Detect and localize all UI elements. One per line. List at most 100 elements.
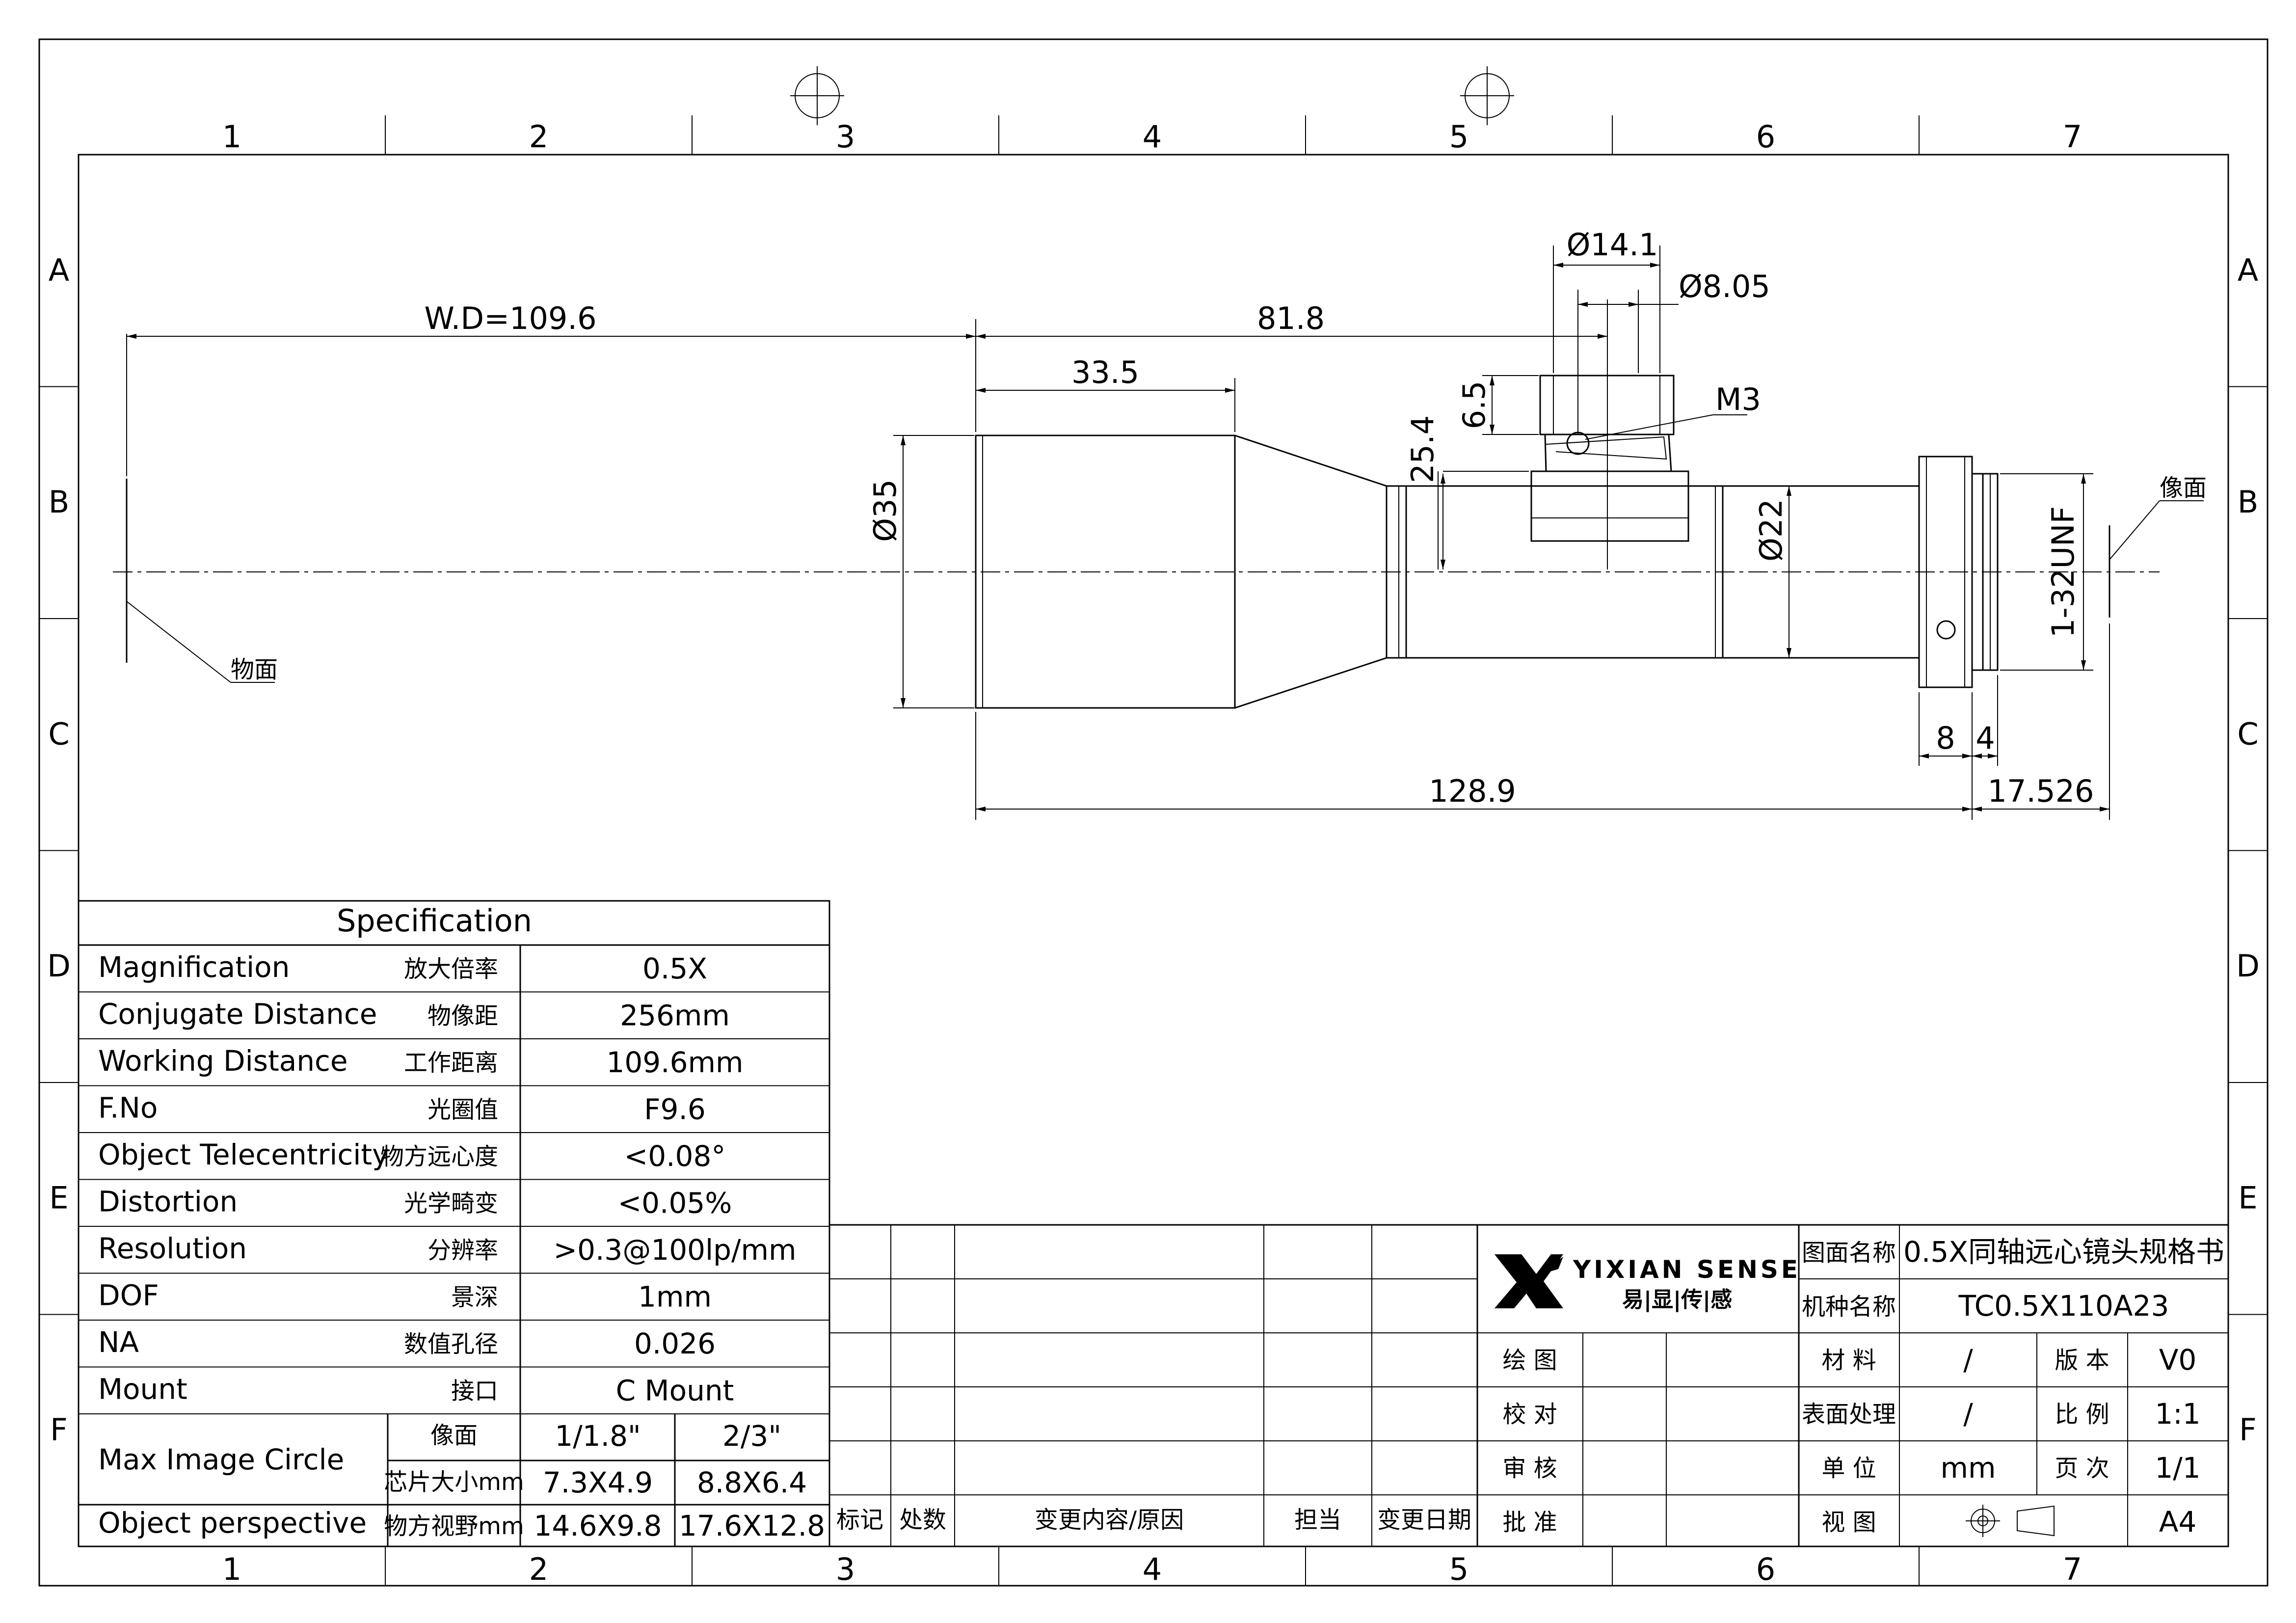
brand-name: YIXIAN SENSE <box>1573 1255 1801 1284</box>
zone-row-left-A: A <box>49 252 69 288</box>
spec-row-name: Distortion <box>98 1185 238 1218</box>
spec-row-name: Magnification <box>98 950 290 984</box>
dia-22: Ø22 <box>1753 499 1789 562</box>
rev-header-mark: 标记 <box>836 1506 883 1534</box>
spec-row-name: F.No <box>98 1091 158 1125</box>
spec-row-name: Resolution <box>98 1232 247 1265</box>
chip-value-b: 8.8X6.4 <box>697 1466 807 1499</box>
max-image-circle-label: Max Image Circle <box>98 1443 344 1476</box>
review-label: 审 核 <box>1502 1455 1557 1482</box>
spec-row-name-zh: 接口 <box>451 1378 498 1405</box>
spec-row-name-zh: 分辨率 <box>427 1237 498 1264</box>
surface-value: / <box>1963 1397 1973 1431</box>
wd-dimension: W.D=109.6 <box>424 300 596 336</box>
zone-row-right-E: E <box>2238 1180 2257 1216</box>
chip-size-cell: 芯片大小mm <box>384 1468 524 1496</box>
spec-row-name: Mount <box>98 1373 187 1406</box>
scale-value: 1:1 <box>2155 1397 2200 1431</box>
length-33-5: 33.5 <box>1071 354 1139 390</box>
zone-row-right-F: F <box>2239 1412 2257 1448</box>
zone-col-bottom-6: 6 <box>1756 1551 1775 1587</box>
brand-logo <box>1495 1254 1563 1308</box>
zone-row-right-D: D <box>2236 948 2260 984</box>
spec-row-name-zh: 物像距 <box>427 1002 498 1030</box>
spec-row: Resolution 分辨率 >0.3@100lp/mm <box>98 1232 797 1267</box>
thread-m3: M3 <box>1715 381 1761 417</box>
spec-row-name-zh: 放大倍率 <box>404 955 498 983</box>
surface-label: 表面处理 <box>1802 1401 1896 1428</box>
spec-row-value: >0.3@100lp/mm <box>553 1233 796 1267</box>
version-label: 版 本 <box>2055 1347 2109 1374</box>
spec-row: F.No 光圈值 F9.6 <box>98 1091 706 1126</box>
zone-row-right-B: B <box>2238 484 2259 520</box>
rev-header-count: 处数 <box>899 1506 946 1534</box>
zone-row-left-B: B <box>49 484 70 520</box>
front-barrel <box>975 434 1236 709</box>
page-value: 1/1 <box>2155 1451 2200 1485</box>
registration-mark-right <box>1460 66 1514 125</box>
length-128-9: 128.9 <box>1429 773 1516 809</box>
zone-col-top-5: 5 <box>1449 119 1468 155</box>
drawing-name: 0.5X同轴远心镜头规格书 <box>1903 1235 2224 1269</box>
spec-row-name-zh: 光学畸变 <box>404 1190 498 1217</box>
coaxial-port-base <box>1530 470 1689 542</box>
zone-row-right-A: A <box>2238 252 2258 288</box>
fov-value-a: 14.6X9.8 <box>534 1509 662 1542</box>
registration-mark-left <box>790 66 844 125</box>
dia-8-05: Ø8.05 <box>1679 269 1770 304</box>
length-17-526: 17.526 <box>1988 773 2094 809</box>
spec-row-name: Working Distance <box>98 1044 348 1078</box>
spec-row-name-zh: 光圈值 <box>427 1096 498 1124</box>
brand-name-zh: 易|显|传|感 <box>1622 1287 1732 1312</box>
zone-col-bottom-2: 2 <box>529 1551 548 1587</box>
zone-ticks <box>39 115 2268 1586</box>
material-label: 材 料 <box>1821 1347 1876 1374</box>
zone-row-left-C: C <box>48 716 69 752</box>
dia-14-1: Ø14.1 <box>1567 227 1658 263</box>
image-plane-label: 像面 <box>2160 474 2207 502</box>
spec-row-value: 109.6mm <box>606 1046 743 1079</box>
paper-size: A4 <box>2159 1505 2197 1539</box>
thread-1-32unf: 1-32UNF <box>2045 506 2081 638</box>
m3-screw <box>1566 432 1590 455</box>
spec-row-name: NA <box>98 1325 139 1359</box>
dia-35: Ø35 <box>867 479 903 542</box>
spec-row: Mount 接口 C Mount <box>98 1373 734 1407</box>
lens-drawing: 物面 像面 <box>113 375 2207 709</box>
spec-row-name: Conjugate Distance <box>98 998 377 1031</box>
spec-row-name-zh: 景深 <box>451 1284 498 1311</box>
title-block: YIXIAN SENSE 易|显|传|感 图面名称 0.5X同轴远心镜头规格书 … <box>1476 1224 2229 1547</box>
zone-col-top-1: 1 <box>222 119 241 155</box>
zone-col-top-7: 7 <box>2063 119 2082 155</box>
zone-col-bottom-1: 1 <box>222 1551 241 1587</box>
zone-row-right-C: C <box>2237 716 2258 752</box>
spec-title: Specification <box>337 903 532 939</box>
check-label: 校 对 <box>1502 1401 1557 1428</box>
view-label: 视 图 <box>1821 1509 1876 1536</box>
spec-row-value: F9.6 <box>644 1093 706 1126</box>
approve-label: 批 准 <box>1502 1509 1557 1536</box>
height-6-5: 6.5 <box>1456 381 1492 430</box>
spec-row-value: C Mount <box>616 1374 734 1407</box>
object-perspective-label: Object perspective <box>98 1506 367 1540</box>
chip-value-a: 7.3X4.9 <box>543 1466 653 1499</box>
model-name: TC0.5X110A23 <box>1958 1289 2169 1323</box>
zone-row-left-E: E <box>49 1180 68 1216</box>
zone-col-top-2: 2 <box>529 119 548 155</box>
length-4: 4 <box>1976 720 1995 756</box>
projection-symbol-icon <box>1966 1505 2055 1537</box>
height-25-4: 25.4 <box>1405 415 1441 483</box>
version-value: V0 <box>2159 1343 2197 1377</box>
scale-label: 比 例 <box>2055 1401 2109 1428</box>
length-8: 8 <box>1936 720 1955 756</box>
length-81-8: 81.8 <box>1257 300 1325 336</box>
unit-label: 单 位 <box>1821 1455 1876 1482</box>
page-label: 页 次 <box>2055 1455 2109 1482</box>
zone-col-bottom-7: 7 <box>2063 1551 2082 1587</box>
